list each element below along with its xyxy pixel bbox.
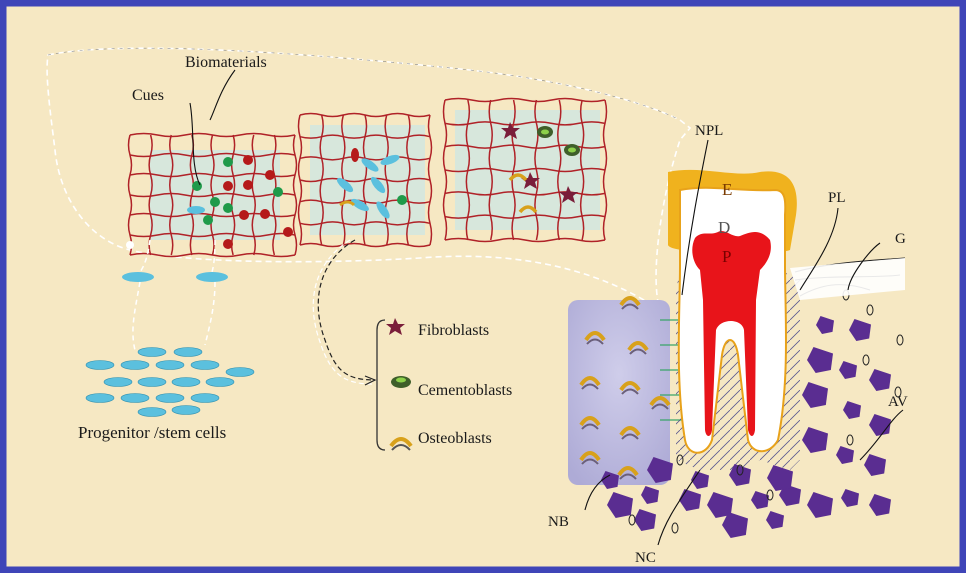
scaffold-1 <box>129 134 297 257</box>
nb-label: NB <box>548 514 569 530</box>
npl-label: NPL <box>695 123 723 139</box>
biomaterials-label: Biomaterials <box>185 54 267 71</box>
g-label: G <box>895 231 906 247</box>
pulp-label: P <box>722 247 731 266</box>
enamel-label: E <box>722 180 732 199</box>
cementoblast-icon <box>391 376 411 388</box>
pl-label: PL <box>828 190 846 206</box>
nc-label: NC <box>635 550 656 566</box>
osteoblasts-label: Osteoblasts <box>418 430 492 447</box>
progenitor-label: Progenitor /stem cells <box>78 423 226 442</box>
dentin-label: D <box>718 218 730 237</box>
av-label: AV <box>888 394 908 410</box>
cues-label: Cues <box>132 87 164 104</box>
cementoblasts-label: Cementoblasts <box>418 382 512 399</box>
fibroblasts-label: Fibroblasts <box>418 322 489 339</box>
scaffold-3 <box>444 99 607 242</box>
scaffold-2 <box>299 114 432 247</box>
